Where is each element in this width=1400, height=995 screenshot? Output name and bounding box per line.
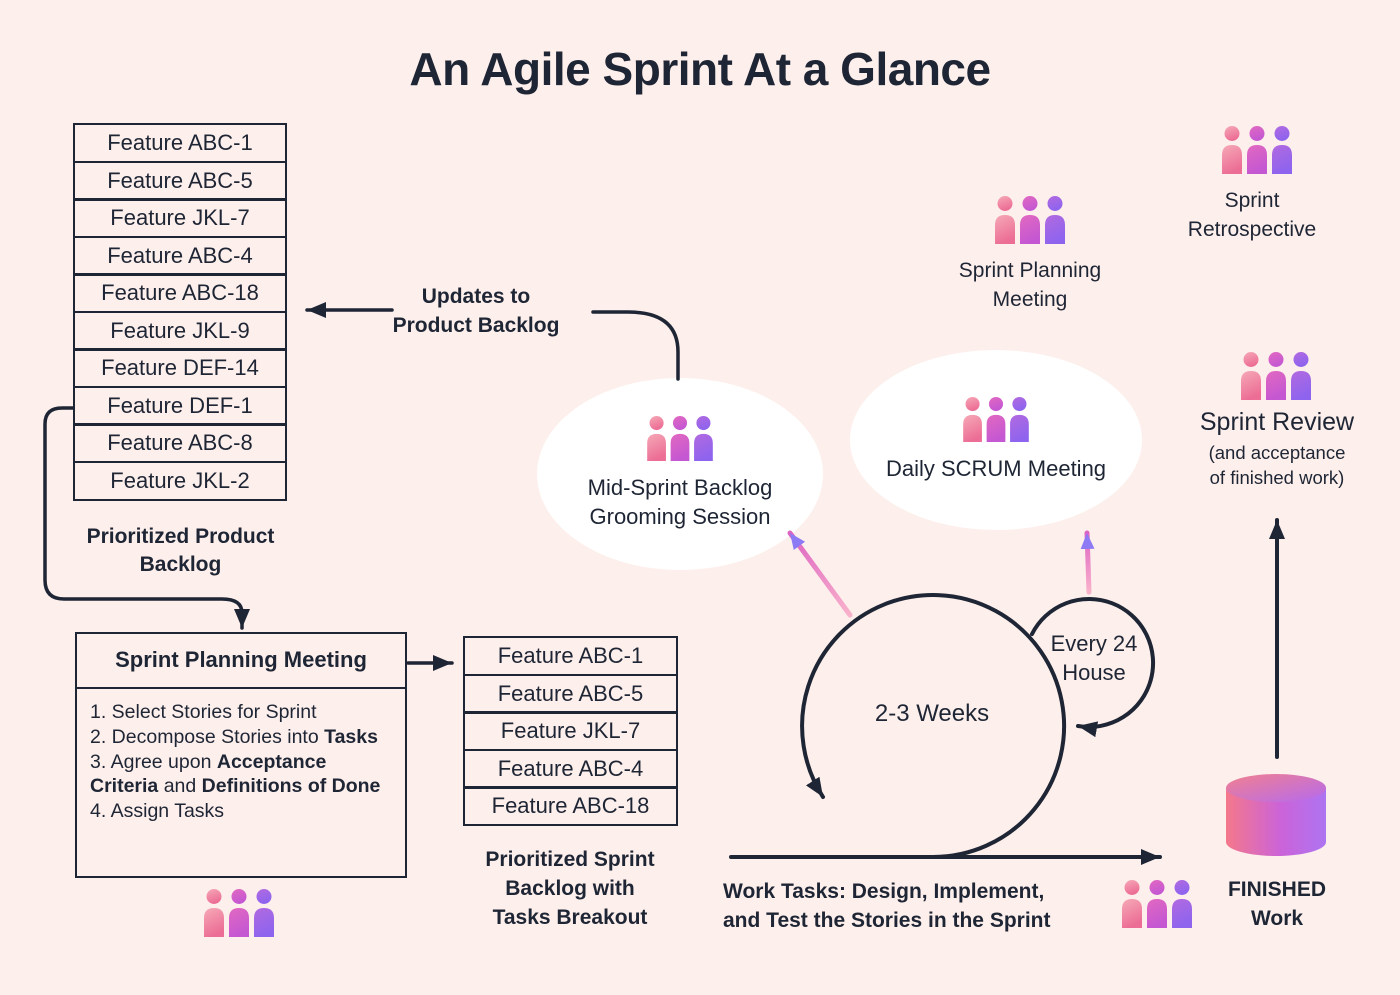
backlog-item: Feature ABC-18	[73, 273, 287, 313]
label-line: Updates to	[421, 285, 531, 308]
label-line: of finished work)	[1209, 466, 1345, 488]
label-line: and Test the Stories in the Sprint	[723, 908, 1051, 932]
planning-item-4: 4. Assign Tasks	[90, 800, 225, 822]
daily-scrum-ellipse: Daily SCRUM Meeting	[850, 350, 1142, 530]
backlog-item: Feature ABC-18	[463, 786, 678, 826]
arrow-cycle-to-grooming	[787, 530, 853, 618]
product-backlog-label: Prioritized Product Backlog	[38, 523, 323, 580]
planning-item-2: 2. Decompose Stories into Tasks	[90, 725, 378, 748]
label-line: Tasks Breakout	[492, 905, 648, 929]
sprint-review-label: Sprint Review	[1199, 408, 1355, 436]
label-line: House	[1062, 659, 1126, 685]
label-line: (and acceptance	[1208, 442, 1346, 463]
label-line: Every 24	[1050, 631, 1138, 656]
backlog-item: Feature JKL-7	[463, 711, 678, 751]
finished-work-cylinder-icon	[1226, 774, 1326, 856]
label-line: Prioritized Sprint	[485, 848, 655, 871]
label-line: Work Tasks: Design, Implement,	[723, 880, 1045, 903]
label-line: Sprint	[1224, 189, 1280, 212]
backlog-item: Feature JKL-2	[73, 460, 287, 501]
sprint-retrospective-label: Sprint Retrospective	[1152, 186, 1352, 245]
people-icon	[647, 416, 713, 462]
page-title: An Agile Sprint At a Glance	[409, 43, 991, 95]
line-grooming-to-updates	[591, 310, 680, 381]
sprint-planning-box: Sprint Planning Meeting 1. Select Storie…	[75, 632, 407, 878]
updates-label: Updates to Product Backlog	[350, 283, 602, 341]
sprint-planning-box-body: 1. Select Stories for Sprint 2. Decompos…	[77, 689, 405, 835]
label-line: Prioritized Product	[86, 525, 275, 548]
people-icon	[1241, 352, 1311, 400]
backlog-item: Feature JKL-7	[73, 198, 287, 238]
sprint-backlog-label: Prioritized Sprint Backlog with Tasks Br…	[440, 846, 700, 933]
finished-work-label: FINISHED Work	[1219, 876, 1335, 934]
backlog-item: Feature ABC-1	[463, 636, 678, 676]
label-line: Backlog	[139, 553, 222, 577]
mid-sprint-ellipse: Mid-Sprint Backlog Grooming Session	[537, 378, 823, 570]
backlog-item: Feature DEF-14	[73, 348, 287, 388]
label-line: Meeting	[992, 288, 1068, 312]
backlog-item: Feature ABC-4	[73, 235, 287, 276]
backlog-item: Feature JKL-9	[73, 310, 287, 351]
people-icon	[1122, 880, 1192, 928]
sprint-backlog-list: Feature ABC-1 Feature ABC-5 Feature JKL-…	[463, 636, 678, 826]
planning-item-1: 1. Select Stories for Sprint	[90, 701, 317, 723]
mid-sprint-label: Mid-Sprint Backlog Grooming Session	[587, 475, 773, 529]
backlog-item: Feature ABC-5	[73, 160, 287, 201]
sprint-cycle-label: 2-3 Weeks	[874, 700, 990, 727]
people-icon	[995, 196, 1065, 244]
people-icon	[963, 396, 1029, 442]
label-line: Retrospective	[1187, 218, 1317, 242]
daily-scrum-label: Daily SCRUM Meeting	[885, 455, 1107, 481]
planning-item-3: 3. Agree upon Acceptance Criteria and De…	[90, 750, 381, 798]
backlog-item: Feature ABC-4	[463, 748, 678, 789]
backlog-item: Feature ABC-5	[463, 673, 678, 714]
people-icon	[1222, 126, 1292, 174]
label-line: Work	[1250, 906, 1304, 930]
arrow-loop-to-daily-scrum	[1080, 530, 1095, 595]
product-backlog-list: Feature ABC-1 Feature ABC-5 Feature JKL-…	[73, 123, 287, 501]
label-line: Product Backlog	[392, 313, 560, 337]
backlog-item: Feature DEF-1	[73, 385, 287, 426]
backlog-item: Feature ABC-1	[73, 123, 287, 163]
work-tasks-label: Work Tasks: Design, Implement, and Test …	[723, 878, 1133, 936]
backlog-item: Feature ABC-8	[73, 423, 287, 463]
sprint-planning-box-title: Sprint Planning Meeting	[77, 634, 405, 689]
label-line: Sprint Planning	[958, 259, 1102, 282]
sprint-planning-top-label: Sprint Planning Meeting	[930, 256, 1130, 315]
people-icon	[204, 889, 274, 937]
daily-cycle-label: Every 24 House	[1032, 630, 1156, 687]
sprint-review-sublabel: (and acceptance of finished work)	[1157, 441, 1397, 491]
label-line: Backlog with	[505, 876, 635, 900]
label-line: FINISHED	[1227, 878, 1326, 901]
